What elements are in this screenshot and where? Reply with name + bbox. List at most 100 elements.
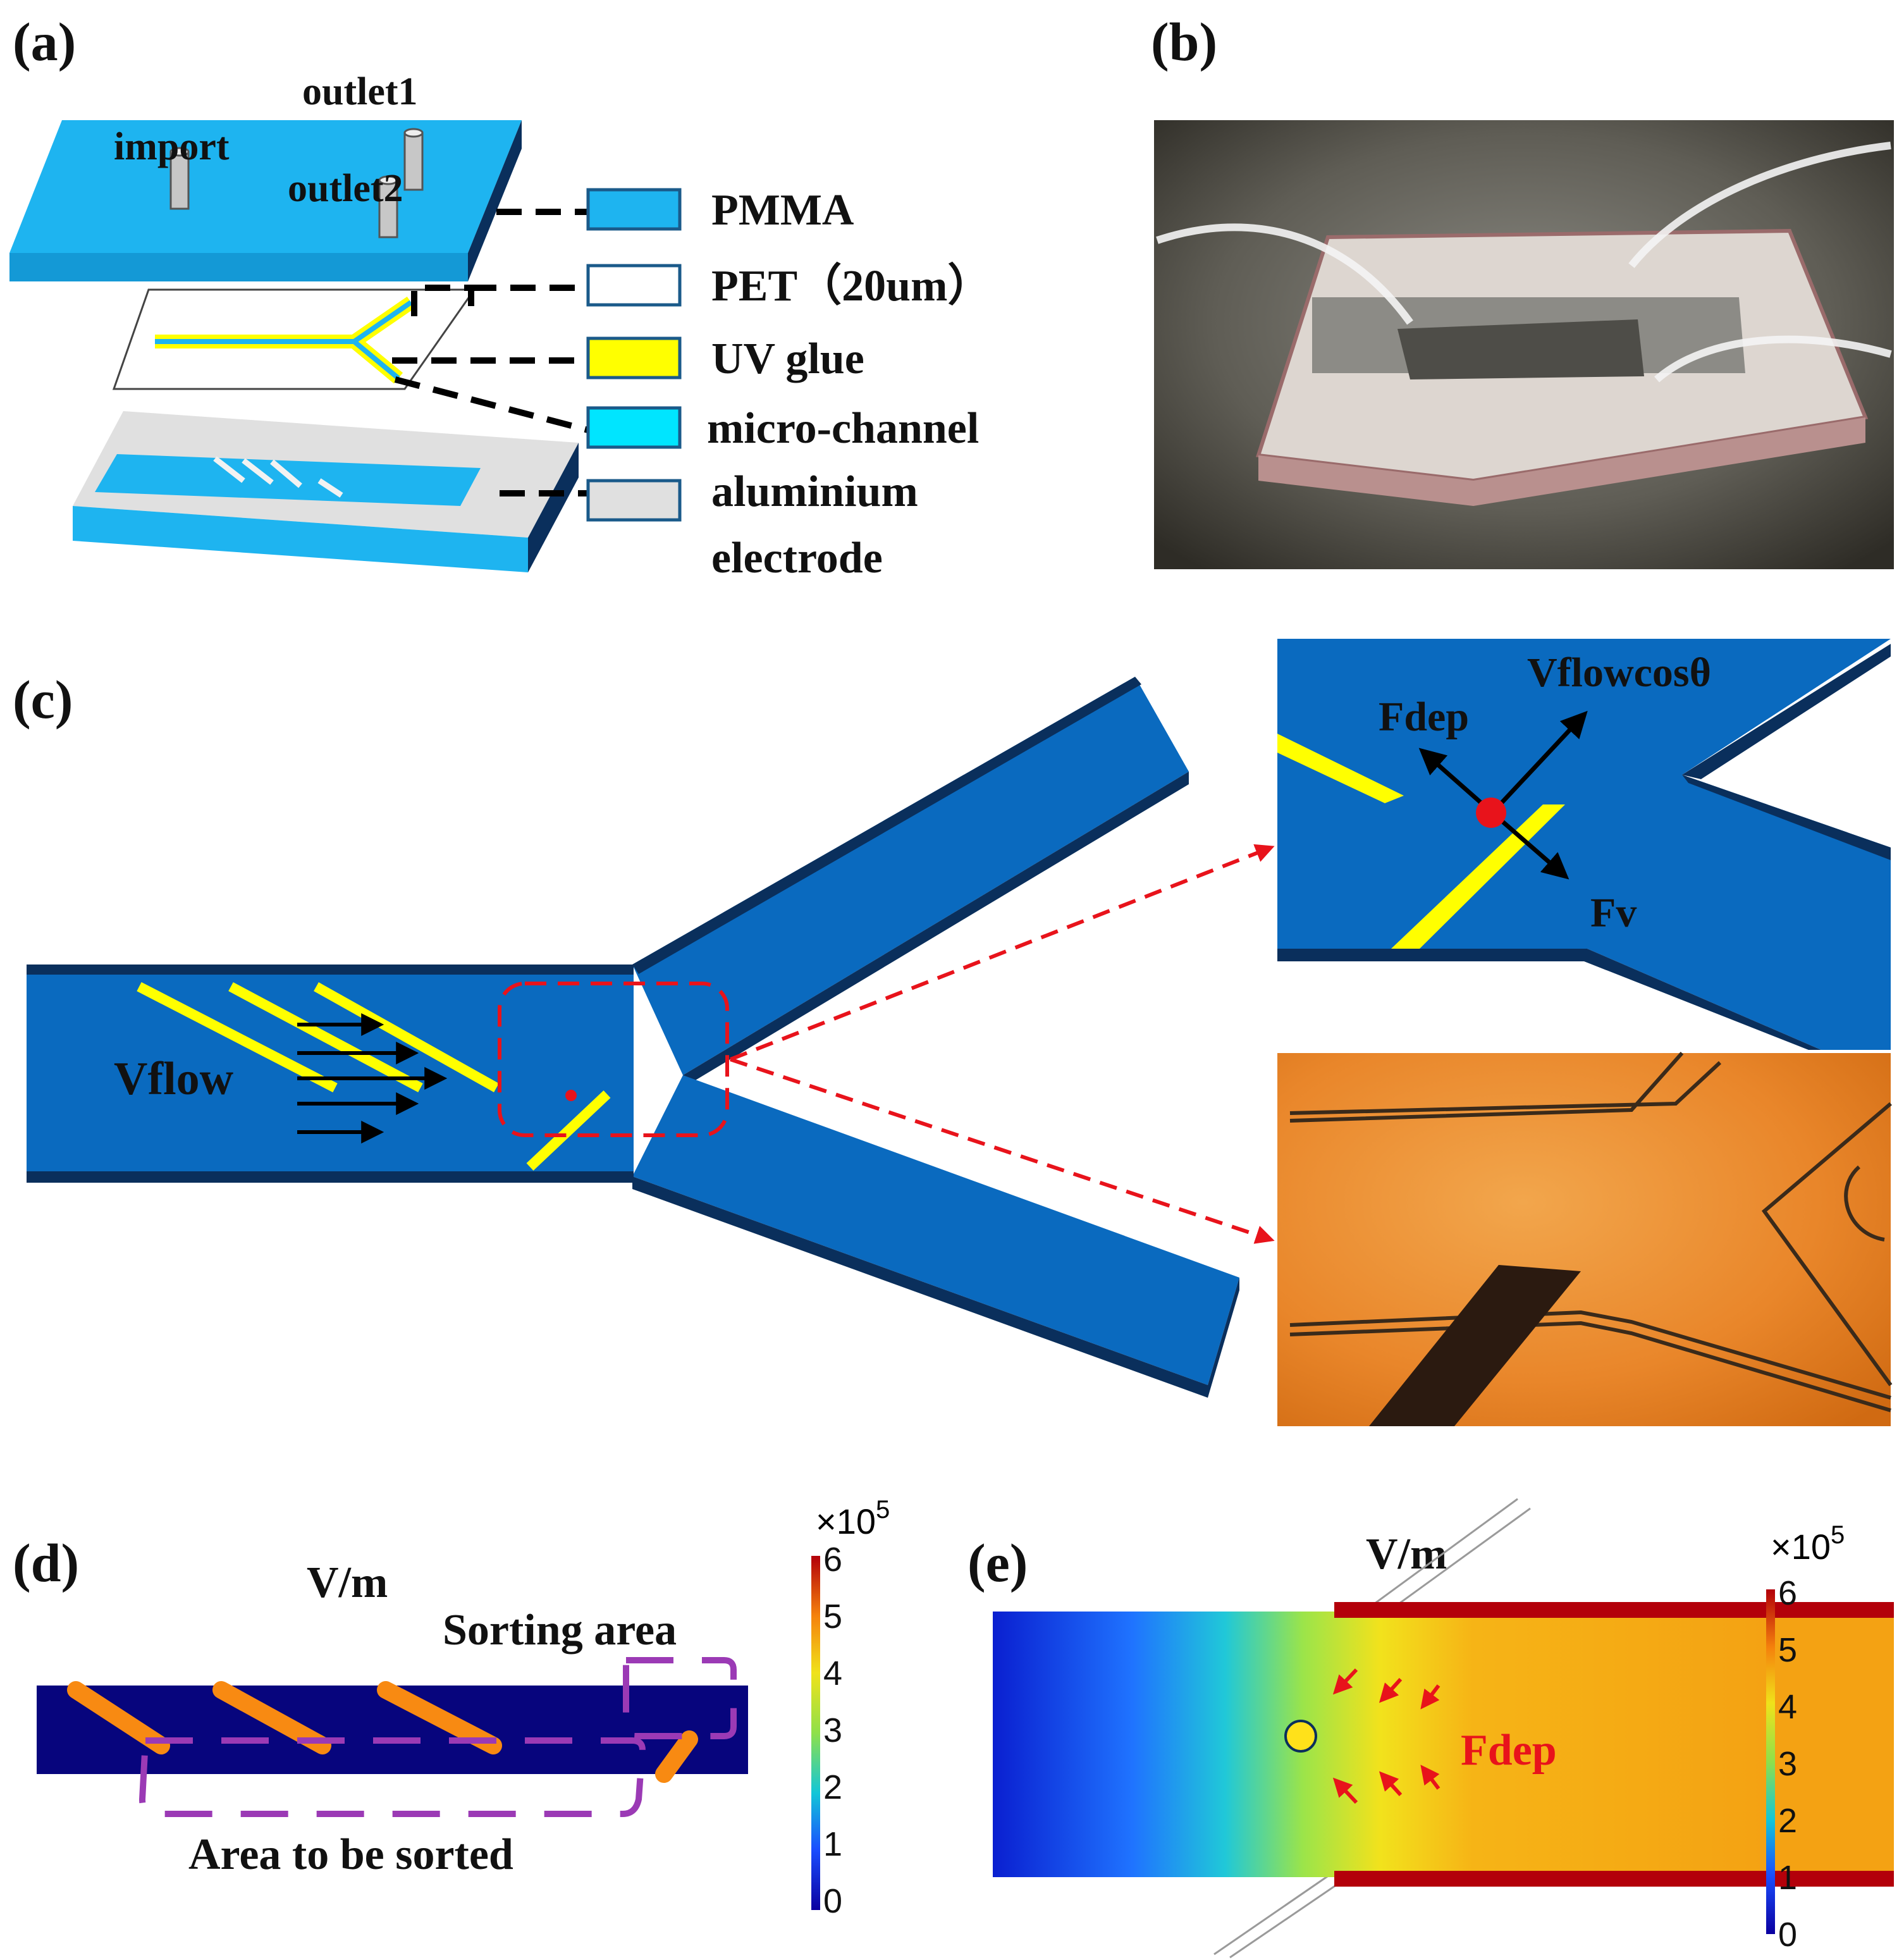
outlet1-label: outlet1	[302, 70, 418, 113]
zoom-box	[498, 982, 729, 1137]
e-fdep-label: Fdep	[1461, 1726, 1557, 1775]
panel-label-d: (d)	[13, 1532, 79, 1593]
inset-lower-edge	[1277, 949, 1821, 1050]
legend-swatch-pet	[586, 264, 682, 307]
d-region-outlines	[138, 1657, 737, 1817]
e-tick-5: 5	[1778, 1631, 1797, 1669]
e-particle	[1284, 1720, 1317, 1753]
e-tick-0: 0	[1778, 1916, 1797, 1954]
main-channel-edge-bottom	[27, 1171, 634, 1183]
legend: PMMA PET（20um） UV glue micro-channel alu…	[586, 186, 992, 582]
legend-label-electrode: electrode	[711, 534, 883, 582]
import-label: import	[114, 125, 230, 168]
panel-label-a: (a)	[13, 11, 76, 72]
e-tick-2: 2	[1778, 1802, 1797, 1840]
particle-dot	[565, 1090, 577, 1101]
micrograph-channel-walls	[1289, 1052, 1893, 1412]
panel-e-unit: V/m	[1366, 1530, 1447, 1579]
e-force-arrows	[1332, 1668, 1440, 1804]
vflow-label: Vflow	[114, 1053, 234, 1105]
d-tick-4: 4	[823, 1655, 842, 1692]
inset-vflowcos-label: Vflowcosθ	[1527, 650, 1711, 696]
fv-arrow	[1490, 811, 1569, 880]
sorting-area-label: Sorting area	[443, 1606, 677, 1655]
panel-label-c: (c)	[13, 669, 73, 730]
legend-label-pmma: PMMA	[711, 186, 854, 235]
d-colorbar-exponent: ×105	[816, 1496, 890, 1541]
legend-swatch-aluminium	[586, 479, 682, 522]
panel-label-e: (e)	[967, 1532, 1028, 1593]
photo-tubes	[1156, 142, 1892, 383]
d-tick-5: 5	[823, 1598, 842, 1636]
micrograph-electrode	[1369, 1265, 1581, 1426]
electrode-plate-side	[528, 443, 579, 572]
d-tick-1: 1	[823, 1825, 842, 1863]
e-colorbar-exponent: ×105	[1771, 1521, 1845, 1567]
d-colorbar-ticks: 6 5 4 3 2 1 0	[823, 1541, 842, 1920]
panel-b-device-photo	[1154, 120, 1894, 569]
flow-arrows	[297, 1013, 448, 1143]
photo-channel-region	[1397, 319, 1644, 379]
inset-fork-edge-upper	[1682, 644, 1891, 779]
legend-label-uv-glue: UV glue	[711, 335, 864, 383]
photo-chip-edge	[1258, 417, 1865, 506]
inset-fv-label: Fv	[1590, 890, 1637, 936]
inset-fork-edge-lower	[1682, 775, 1891, 860]
panel-d-field-map: V/m Sorting area Area to be sorted ×105 …	[37, 1496, 890, 1920]
lower-branch-end	[1208, 1278, 1239, 1398]
electrode-channel-strip	[95, 454, 481, 506]
e-electrode-bottom	[1334, 1871, 1894, 1887]
e-field-right	[1767, 1618, 1894, 1871]
main-electrodes	[137, 982, 611, 1171]
legend-swatch-pmma	[586, 188, 682, 231]
panel-c-inset-micrograph	[1277, 1052, 1893, 1426]
legend-swatch-micro-channel	[586, 406, 682, 449]
lower-branch-edge	[632, 1176, 1208, 1398]
upper-branch	[632, 677, 1189, 1075]
panel-label-b: (b)	[1151, 11, 1217, 72]
e-colorbar	[1766, 1589, 1775, 1934]
lower-branch	[632, 1075, 1239, 1385]
panel-e-field-zoom: V/m Fdep ×105 6 5 4 3 2	[993, 1498, 1894, 1959]
e-electrode-top	[1334, 1602, 1894, 1618]
inset-lower-gap	[1277, 949, 1821, 1050]
area-to-be-sorted-label: Area to be sorted	[188, 1830, 513, 1879]
panel-c-inset-schematic: Fdep Vflowcosθ Fv	[1277, 639, 1891, 1050]
d-tick-3: 3	[823, 1711, 842, 1749]
inset-electrode-upper	[1277, 734, 1404, 803]
main-channel-edge-top	[27, 965, 634, 975]
inset-particle	[1476, 798, 1506, 828]
d-tick-2: 2	[823, 1768, 842, 1806]
upper-branch-edge-top	[632, 677, 1141, 974]
e-tick-6: 6	[1778, 1574, 1797, 1612]
legend-label-pet: PET（20um）	[711, 261, 992, 311]
e-tick-1: 1	[1778, 1859, 1797, 1897]
d-colorbar	[811, 1556, 820, 1910]
zoom-arrows	[729, 844, 1275, 1244]
electrode-plate-front	[73, 506, 528, 572]
main-channel	[27, 965, 634, 1183]
e-tick-4: 4	[1778, 1688, 1797, 1726]
inset-fork-gap	[1682, 639, 1891, 847]
legend-label-micro-channel: micro-channel	[707, 404, 979, 453]
legend-swatch-uv-glue	[586, 336, 682, 379]
inset-fdep-label: Fdep	[1379, 694, 1469, 740]
legend-label-aluminium: aluminium	[711, 467, 918, 516]
pmma-front-face	[9, 253, 468, 281]
d-electrodes	[67, 1681, 698, 1783]
panel-d-unit: V/m	[307, 1558, 388, 1607]
electrode-fingers	[213, 456, 343, 498]
d-tick-0: 0	[823, 1882, 842, 1920]
pmma-top-face	[9, 120, 522, 253]
legend-leaders	[392, 209, 589, 496]
e-colorbar-ticks: 6 5 4 3 2 1 0	[1778, 1574, 1797, 1954]
upper-branch-edge-bottom	[683, 772, 1189, 1085]
port-tubes	[169, 128, 424, 238]
e-field-region	[993, 1612, 1767, 1877]
d-tick-6: 6	[823, 1541, 842, 1579]
outlet2-label: outlet2	[288, 167, 403, 210]
e-tick-3: 3	[1778, 1745, 1797, 1783]
micro-channel-line	[155, 300, 413, 381]
panel-a-exploded-chip: outlet1 import outlet2	[9, 70, 992, 582]
